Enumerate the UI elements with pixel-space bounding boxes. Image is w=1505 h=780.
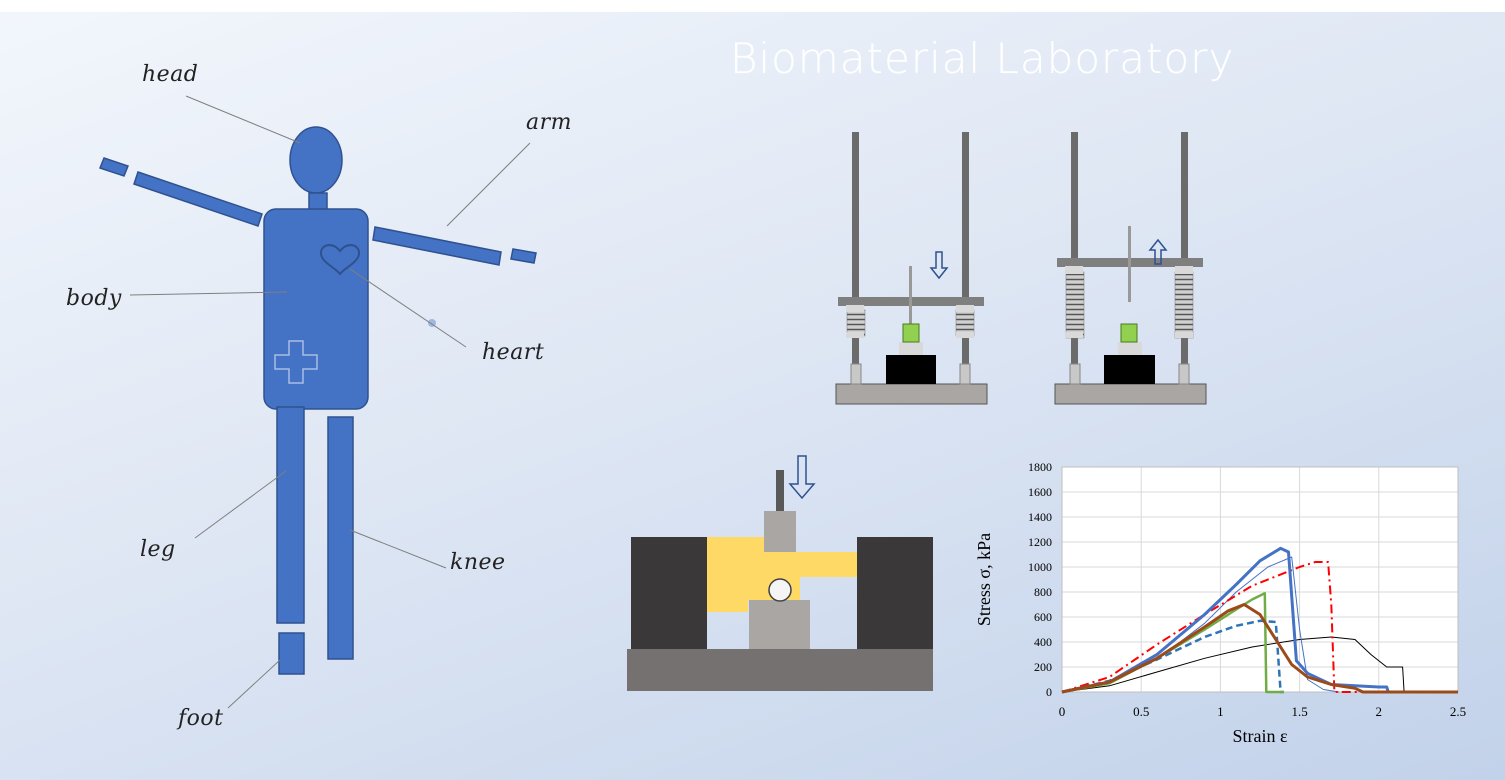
figure-leg-left: [276, 406, 305, 624]
y-tick-label: 1200: [1028, 535, 1052, 549]
figure-arm-right-lower: [510, 248, 537, 264]
arrow-down-large-icon: [788, 455, 816, 500]
plot-area: [1062, 467, 1458, 692]
x-tick-label: 0.5: [1133, 704, 1149, 719]
series-line-3: [1061, 561, 1458, 693]
figure-leg-right: [327, 416, 354, 660]
figure-foot: [278, 632, 305, 675]
series-line-2: [1061, 556, 1340, 693]
figure-head: [289, 126, 343, 194]
x-axis-label: Strain ε: [1232, 726, 1287, 746]
figure-arm-left-lower: [99, 157, 129, 177]
label-knee: knee: [450, 550, 506, 575]
x-tick-label: 0: [1059, 704, 1066, 719]
x-tick-label: 1.5: [1291, 704, 1307, 719]
slide-title: Biomaterial Laboratory: [730, 34, 1235, 83]
y-tick-label: 200: [1034, 660, 1052, 674]
human-figure: [99, 95, 537, 709]
y-tick-label: 400: [1034, 635, 1052, 649]
plot-border: [1061, 466, 1459, 693]
label-arm: arm: [526, 110, 572, 135]
label-heart: heart: [482, 340, 545, 365]
tension-rig: [1054, 132, 1207, 405]
series-line-7: [1061, 603, 1458, 694]
series-line-5: [1061, 546, 1390, 694]
compression-rig: [835, 132, 988, 405]
y-axis-label: Stress σ, kPa: [974, 533, 994, 626]
label-head: head: [142, 62, 199, 87]
figure-torso: [263, 208, 369, 410]
arrow-down-icon: [929, 251, 949, 280]
arrow-up-icon: [1148, 238, 1168, 265]
y-tick-label: 600: [1034, 610, 1052, 624]
label-body: body: [66, 286, 122, 311]
label-foot: foot: [178, 706, 224, 731]
y-tick-label: 1000: [1028, 560, 1052, 574]
label-leg: leg: [140, 537, 176, 562]
heart-icon: [320, 244, 360, 276]
medical-cross-icon: [274, 340, 318, 384]
series-line-6: [1061, 592, 1284, 694]
series-line-4: [1061, 619, 1284, 694]
y-tick-label: 0: [1046, 685, 1052, 699]
series-line-1: [1061, 636, 1458, 693]
x-tick-label: 2: [1376, 704, 1383, 719]
figure-arm-left-upper: [133, 171, 263, 227]
slide-canvas: Biomaterial Laboratory: [0, 12, 1505, 780]
figure-arm-right-upper: [372, 226, 502, 266]
y-tick-label: 1600: [1028, 485, 1052, 499]
bending-rig: [627, 455, 933, 691]
y-tick-label: 1400: [1028, 510, 1052, 524]
y-tick-label: 800: [1034, 585, 1052, 599]
y-tick-label: 1800: [1028, 460, 1052, 474]
x-tick-label: 1: [1217, 704, 1224, 719]
x-tick-label: 2.5: [1450, 704, 1466, 719]
